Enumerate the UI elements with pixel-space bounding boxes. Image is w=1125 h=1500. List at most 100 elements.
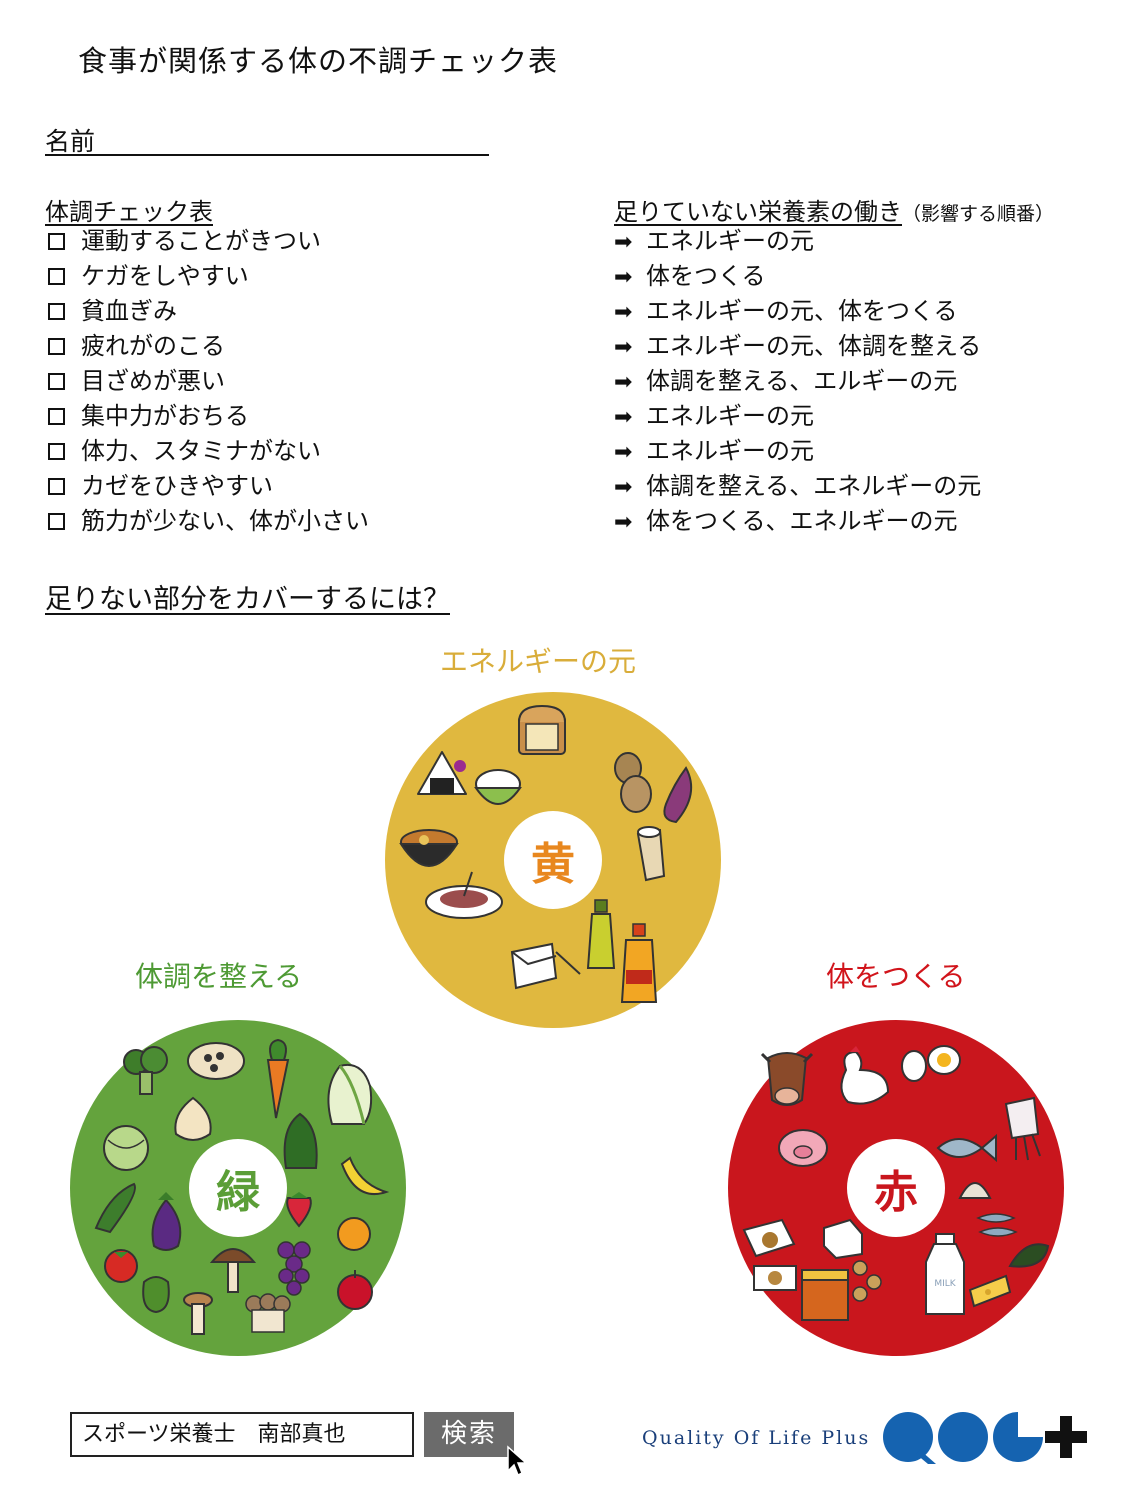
checkbox[interactable] [48, 373, 65, 390]
name-label: 名前 [45, 127, 96, 156]
checklist-item[interactable]: 目ざめが悪い [48, 364, 369, 399]
squid-icon [1004, 1096, 1041, 1161]
yellow-group-label: エネルギーの元 [440, 645, 637, 678]
nutrients-list: ➡エネルギーの元 ➡体をつくる ➡エネルギーの元、体をつくる ➡エネルギーの元、… [614, 224, 981, 539]
shiitake-icon [209, 1248, 257, 1293]
cover-question-heading: 足りない部分をカバーするには？ [45, 584, 450, 615]
mandarin-icon [337, 1217, 371, 1251]
potato-icon [614, 752, 652, 813]
shimeji-icon [245, 1293, 291, 1333]
nutrient-item: ➡エネルギーの元 [614, 224, 981, 259]
clam-icon [958, 1182, 992, 1199]
soybeans-icon [852, 1260, 882, 1302]
arrow-right-icon: ➡ [614, 265, 633, 290]
red-center-label: 赤 [847, 1139, 945, 1237]
yellow-center-label: 黄 [504, 811, 602, 909]
checkbox[interactable] [48, 303, 65, 320]
chinese-cabbage-icon [327, 1064, 373, 1125]
sweet-potato-icon [663, 766, 693, 824]
pasta-plate-icon [425, 871, 503, 919]
nutrient-item: ➡体をつくる、エネルギーの元 [614, 504, 981, 539]
checklist-item[interactable]: 運動することがきつい [48, 224, 369, 259]
arrow-right-icon: ➡ [614, 370, 633, 395]
checkbox[interactable] [48, 408, 65, 425]
nutrient-item: ➡体をつくる [614, 259, 981, 294]
checklist-item[interactable]: カゼをひきやすい [48, 469, 369, 504]
grapes-icon [277, 1241, 311, 1296]
milk-label: MILK [934, 1279, 956, 1289]
udon-bowl-icon [399, 829, 459, 867]
sardines-icon [976, 1213, 1018, 1237]
eggs-icon [901, 1045, 961, 1082]
nutrient-item: ➡エネルギーの元 [614, 399, 981, 434]
arrow-right-icon: ➡ [614, 510, 633, 535]
bread-icon [518, 704, 566, 755]
page-title: 食事が関係する体の不調チェック表 [78, 44, 559, 78]
green-pepper-icon [142, 1276, 170, 1314]
broccoli-icon [123, 1046, 168, 1095]
checkbox[interactable] [48, 443, 65, 460]
yam-icon [636, 826, 666, 882]
carrot-icon [266, 1038, 290, 1119]
natto-pack-icon [753, 1265, 797, 1291]
eggplant-icon [151, 1192, 182, 1251]
banana-icon [340, 1156, 390, 1196]
pig-icon [778, 1129, 828, 1167]
miso-pack-icon [801, 1269, 849, 1321]
checkbox[interactable] [48, 513, 65, 530]
mouse-cursor-icon [507, 1445, 528, 1477]
tomato-icon [104, 1249, 138, 1283]
checkbox[interactable] [48, 233, 65, 250]
tofu-icon [823, 1218, 863, 1260]
brand-name: Quality Of Life Plus [642, 1427, 871, 1449]
onigiri-icon [417, 751, 467, 795]
green-center-label: 緑 [189, 1139, 287, 1237]
chicken-icon [840, 1046, 890, 1105]
checklist-item[interactable]: 体力、スタミナがない [48, 434, 369, 469]
nutrient-item: ➡エネルギーの元、体調を整える [614, 329, 981, 364]
strawberry-icon [286, 1192, 312, 1228]
arrow-right-icon: ➡ [614, 300, 633, 325]
qol-plus-logo-icon [883, 1412, 1087, 1464]
checklist-heading: 体調チェック表 [45, 198, 213, 226]
onion-icon [174, 1096, 212, 1141]
apple-icon [337, 1270, 373, 1310]
cheese-icon [968, 1274, 1012, 1308]
checklist: 運動することがきつい ケガをしやすい 貧血ぎみ 疲れがのこる 目ざめが悪い 集中… [48, 224, 369, 539]
natto-icon [742, 1218, 796, 1258]
name-field[interactable]: 名前 [45, 122, 489, 156]
nutrients-heading: 足りていない栄養素の働き（影響する順番） [614, 198, 1055, 226]
oil-bottle-icon [586, 899, 616, 969]
checklist-item[interactable]: 筋力が少ない、体が小さい [48, 504, 369, 539]
search-button[interactable]: 検索 [424, 1412, 514, 1457]
lotus-root-icon [187, 1042, 245, 1080]
red-group-label: 体をつくる [826, 960, 966, 993]
checkbox[interactable] [48, 338, 65, 355]
checklist-item[interactable]: 集中力がおちる [48, 399, 369, 434]
butter-icon [510, 942, 581, 990]
arrow-right-icon: ➡ [614, 475, 633, 500]
hijiki-icon [1008, 1243, 1050, 1268]
arrow-right-icon: ➡ [614, 230, 633, 255]
cow-icon [760, 1052, 814, 1106]
checklist-item[interactable]: 貧血ぎみ [48, 294, 369, 329]
salad-oil-bottle-icon [620, 923, 658, 1003]
nutrient-item: ➡エネルギーの元 [614, 434, 981, 469]
checklist-item[interactable]: 疲れがのこる [48, 329, 369, 364]
arrow-right-icon: ➡ [614, 335, 633, 360]
rice-bowl-icon [474, 769, 522, 805]
search-input[interactable]: スポーツ栄養士 南部真也 [70, 1412, 414, 1457]
nutrient-item: ➡体調を整える、エルギーの元 [614, 364, 981, 399]
arrow-right-icon: ➡ [614, 440, 633, 465]
checkbox[interactable] [48, 268, 65, 285]
nutrient-item: ➡エネルギーの元、体をつくる [614, 294, 981, 329]
fish-icon [936, 1133, 997, 1163]
checkbox[interactable] [48, 478, 65, 495]
eringi-icon [183, 1292, 213, 1335]
checklist-item[interactable]: ケガをしやすい [48, 259, 369, 294]
green-group-label: 体調を整える [135, 960, 303, 993]
nutrients-heading-note: （影響する順番） [902, 203, 1055, 225]
nutrient-item: ➡体調を整える、エネルギーの元 [614, 469, 981, 504]
arrow-right-icon: ➡ [614, 405, 633, 430]
spinach-icon [283, 1112, 318, 1169]
